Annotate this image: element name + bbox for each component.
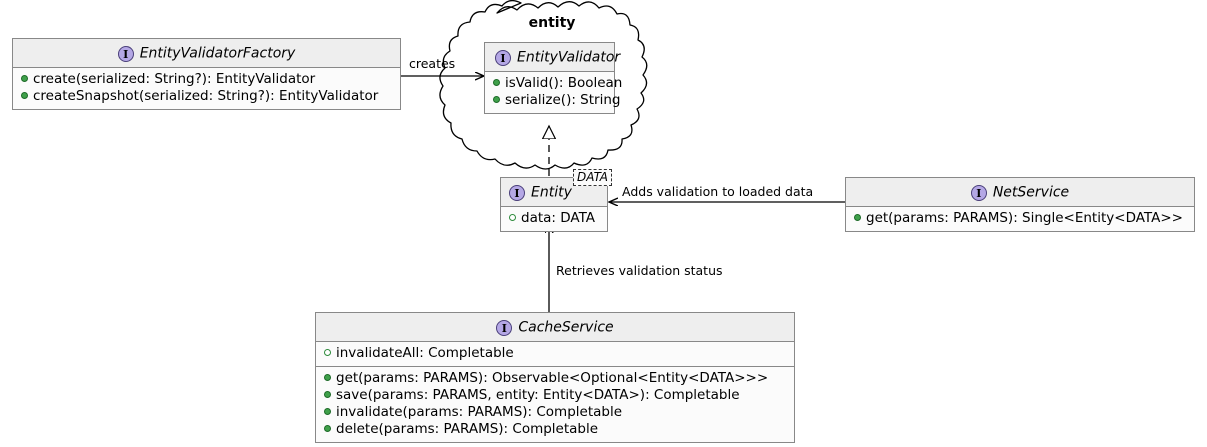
member-row: invalidate(params: PARAMS): Completable <box>322 404 788 421</box>
member-label: data: DATA <box>521 210 596 226</box>
visibility-public-icon <box>493 78 500 86</box>
class-header: I NetService <box>846 178 1194 207</box>
member-row: save(params: PARAMS, entity: Entity<DATA… <box>322 387 788 404</box>
member-label: createSnapshot(serialized: String?): Ent… <box>33 88 379 104</box>
member-row: get(params: PARAMS): Single<Entity<DATA>… <box>852 210 1188 227</box>
member-row: invalidateAll: Completable <box>322 345 788 362</box>
visibility-public-icon <box>324 407 331 415</box>
member-label: create(serialized: String?): EntityValid… <box>33 71 316 87</box>
interface-icon: I <box>970 184 987 201</box>
interface-icon: I <box>509 184 525 201</box>
package-title-entity: entity <box>528 15 576 31</box>
edge-label-adds-validation: Adds validation to loaded data <box>622 184 814 199</box>
class-entity-validator[interactable]: I EntityValidator isValid(): Boolean seri… <box>484 42 622 114</box>
member-row: delete(params: PARAMS): Completable <box>322 421 788 438</box>
fields-compartment: data: DATA <box>501 207 607 231</box>
methods-compartment: get(params: PARAMS): Observable<Optional… <box>316 366 794 442</box>
class-cache-service[interactable]: I CacheService invalidateAll: Completable… <box>315 312 795 443</box>
member-row: createSnapshot(serialized: String?): Ent… <box>19 88 394 105</box>
member-label: save(params: PARAMS, entity: Entity<DATA… <box>336 387 740 403</box>
class-header: I CacheService <box>316 313 794 342</box>
visibility-field-icon <box>509 213 516 221</box>
member-label: invalidate(params: PARAMS): Completable <box>336 404 623 420</box>
edge-label-creates: creates <box>409 56 456 71</box>
methods-compartment: get(params: PARAMS): Single<Entity<DATA>… <box>846 207 1194 231</box>
visibility-public-icon <box>854 213 861 221</box>
methods-compartment: create(serialized: String?): EntityValid… <box>13 68 400 109</box>
member-row: data: DATA <box>507 210 601 227</box>
member-label: invalidateAll: Completable <box>336 345 514 361</box>
visibility-field-icon <box>324 348 331 356</box>
member-row: serialize(): String <box>491 92 620 109</box>
member-label: isValid(): Boolean <box>505 75 623 91</box>
member-label: get(params: PARAMS): Single<Entity<DATA>… <box>866 210 1183 226</box>
class-entity-validator-factory[interactable]: I EntityValidatorFactory create(serialize… <box>12 38 401 110</box>
class-name: EntityValidatorFactory <box>139 45 296 62</box>
member-label: serialize(): String <box>505 92 621 108</box>
member-label: get(params: PARAMS): Observable<Optional… <box>336 370 769 386</box>
visibility-public-icon <box>493 95 500 103</box>
class-header: I EntityValidatorFactory <box>13 39 400 68</box>
visibility-public-icon <box>21 74 28 82</box>
visibility-public-icon <box>324 424 331 432</box>
visibility-public-icon <box>324 390 331 398</box>
visibility-public-icon <box>324 373 331 381</box>
member-label: delete(params: PARAMS): Completable <box>336 421 599 437</box>
fields-compartment: invalidateAll: Completable <box>316 342 794 366</box>
interface-icon: I <box>495 49 511 66</box>
member-row: isValid(): Boolean <box>491 75 622 92</box>
visibility-public-icon <box>21 91 28 99</box>
member-row: create(serialized: String?): EntityValid… <box>19 71 394 88</box>
methods-compartment: isValid(): Boolean serialize(): String <box>485 72 622 113</box>
class-header: I EntityValidator <box>485 43 620 72</box>
class-name: CacheService <box>518 319 614 336</box>
class-net-service[interactable]: I NetService get(params: PARAMS): Single<… <box>845 177 1195 232</box>
member-row: get(params: PARAMS): Observable<Optional… <box>322 370 788 387</box>
interface-icon: I <box>496 319 513 336</box>
interface-icon: I <box>117 45 134 62</box>
class-name: EntityValidator <box>517 49 621 66</box>
generic-type-param-data: DATA <box>573 169 613 186</box>
class-name: NetService <box>992 184 1070 201</box>
class-name: Entity <box>531 184 572 201</box>
edge-label-retrieves-validation: Retrieves validation status <box>556 263 723 278</box>
